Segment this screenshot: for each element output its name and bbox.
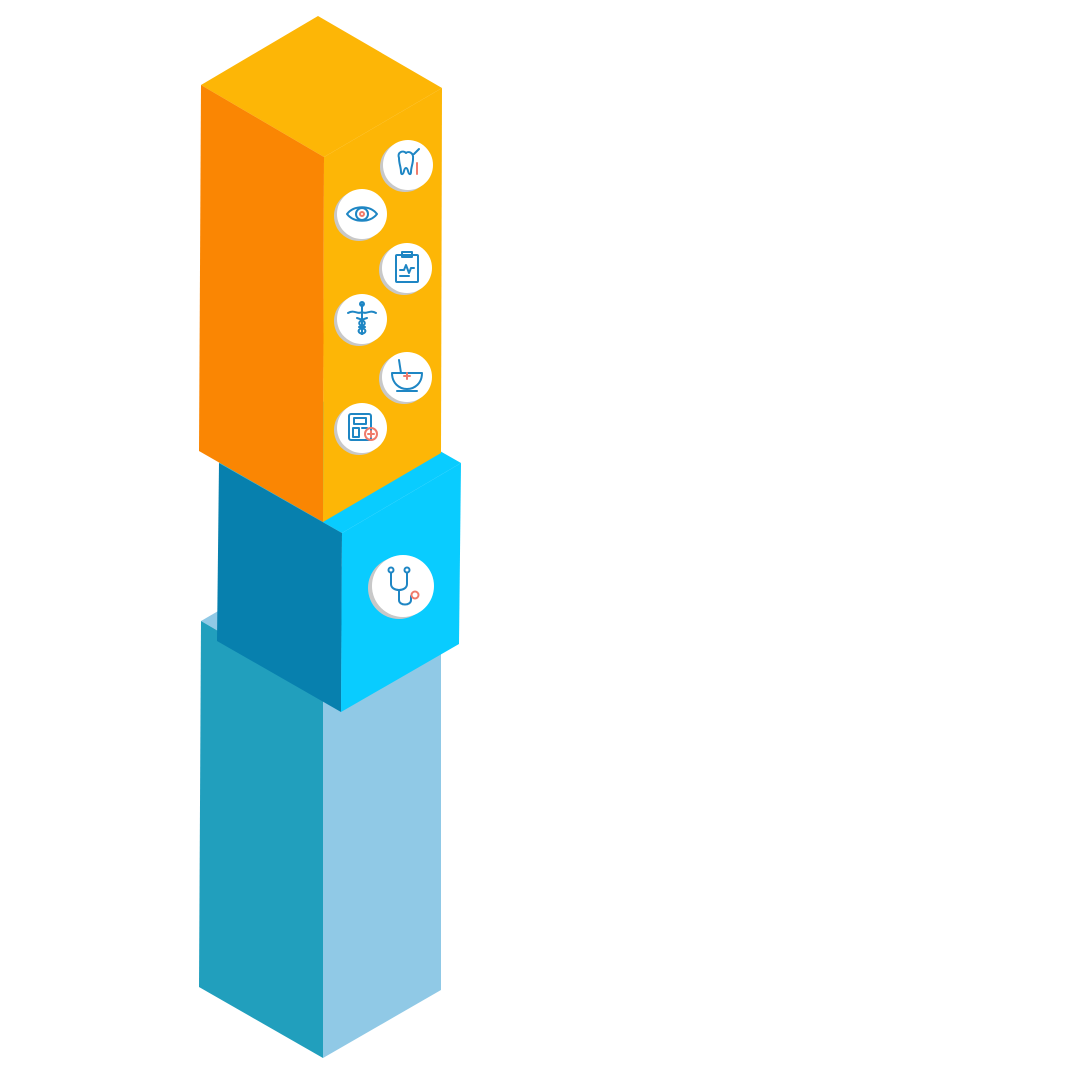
tooth-badge: [380, 140, 433, 192]
eye-icon: [346, 206, 378, 222]
medical-records-icon: [348, 413, 378, 441]
stethoscope-badge: [368, 555, 434, 619]
medical-records-badge: [334, 403, 387, 455]
top-block-left-face: [199, 85, 324, 522]
middle-block-left-face: [217, 463, 342, 712]
bottom-block-left-face: [199, 621, 323, 1058]
eye-badge: [334, 189, 387, 241]
caduceus-badge: [334, 294, 387, 346]
mortar-pestle-badge: [379, 352, 432, 404]
medical-chart-icon: [395, 251, 419, 283]
bottom-block-right-face: [323, 623, 441, 1058]
stethoscope-icon: [387, 566, 420, 606]
tooth-icon: [397, 148, 420, 176]
medical-chart-badge: [379, 243, 432, 295]
caduceus-icon: [347, 301, 377, 335]
top-block-top-face: [201, 16, 442, 157]
mortar-pestle-icon: [391, 359, 423, 392]
